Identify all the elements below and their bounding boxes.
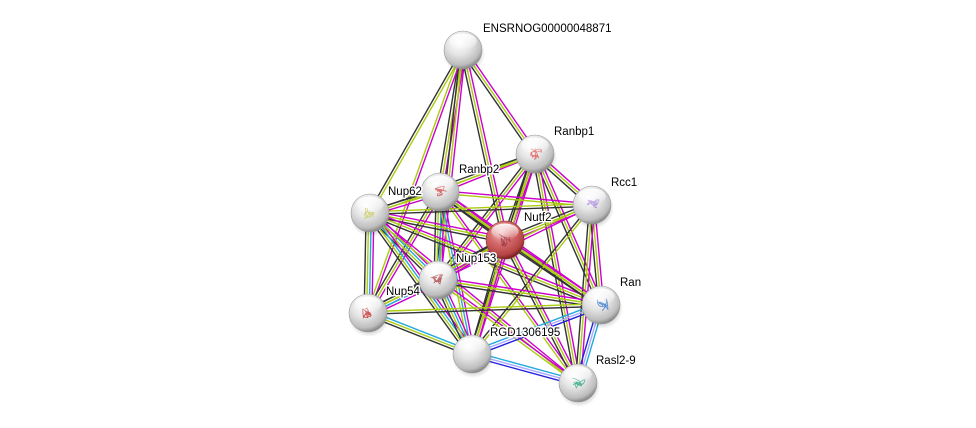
edge-line-experiments [441, 50, 467, 193]
node-highlight [356, 196, 384, 213]
edge-line-experiments [440, 190, 593, 205]
edge-line-experiments [438, 276, 602, 304]
edge-line-coexpression [368, 49, 463, 213]
edge-Nutf2-Rasl2-9[interactable] [502, 238, 581, 385]
edge-line-experiments [438, 278, 580, 383]
edge-Ranbp1-Ran[interactable] [531, 152, 605, 307]
edge-line-coexpression [369, 214, 505, 244]
edge-line-coexpression [531, 154, 600, 307]
edge-line-coexpression [502, 240, 577, 385]
node-label: Ranbp2 [459, 164, 499, 176]
node-highlight [491, 223, 519, 240]
edge-line-textmining [534, 153, 602, 306]
edge-line-coexpression [470, 203, 592, 354]
edge-line-coexpression [574, 204, 591, 383]
node-highlight [424, 263, 452, 280]
node-highlight [564, 366, 592, 383]
node-label: Nup54 [386, 286, 420, 298]
edge-line-experiments [439, 50, 467, 281]
edge-line-textmining [439, 49, 464, 193]
edge-line-coexpression [370, 205, 593, 215]
edge-Nup153-Rasl2-9[interactable] [436, 278, 580, 385]
edge-Nup62-Nutf2[interactable] [369, 209, 506, 244]
edge-line-database [470, 301, 601, 353]
edge-line-experiments [536, 152, 605, 305]
edge-line-textmining [366, 49, 463, 313]
edge-line-textmining [369, 212, 506, 241]
node-Rasl2-9[interactable]: Rasl2-9 [558, 354, 637, 407]
edge-ENSRNOG00000048871-Nup62[interactable] [368, 49, 465, 214]
edge-line-textmining [472, 205, 594, 356]
edge-Rcc1-RGD1306195[interactable] [470, 203, 594, 356]
edge-Nup153-Ran[interactable] [437, 276, 602, 309]
edges-layer [363, 48, 605, 387]
edge-line-experiments [370, 209, 506, 239]
edge-line-textmining [436, 280, 578, 385]
node-Rcc1[interactable]: Rcc1 [572, 176, 639, 229]
edge-RGD1306195-Ran[interactable] [470, 301, 603, 358]
edge-line-coexpression [435, 151, 534, 279]
node-Nutf2[interactable]: Nutf2 [485, 211, 553, 264]
node-highlight [458, 337, 486, 354]
edge-line-experiments [506, 238, 581, 383]
node-label: Rcc1 [611, 177, 637, 189]
node-Ranbp1[interactable]: Ranbp1 [515, 125, 596, 178]
node-highlight [587, 288, 615, 305]
node-label: Nup62 [388, 186, 422, 198]
node-highlight [578, 188, 606, 205]
edge-line-coexpression [368, 214, 601, 309]
node-Ran[interactable]: Ran [581, 276, 643, 329]
node-Nup153[interactable]: Nup153 [418, 252, 498, 304]
edge-line-textmining [369, 203, 592, 213]
edge-line-textmining [367, 303, 601, 313]
edge-line-gene_fusion [472, 306, 603, 358]
edge-line-textmining [462, 49, 506, 241]
node-label: ENSRNOG00000048871 [483, 23, 612, 35]
node-highlight [354, 296, 382, 313]
node-highlight [521, 137, 549, 154]
edge-Nup54-Ran[interactable] [367, 303, 602, 315]
edge-line-textmining [370, 50, 465, 214]
edge-line-textmining [437, 279, 602, 306]
node-label: Rasl2-9 [596, 355, 636, 367]
node-label: Nup153 [456, 253, 496, 265]
edge-line-experiments [368, 50, 465, 314]
edge-line-textmining [534, 153, 579, 384]
protein-structure-icon [572, 377, 586, 389]
node-highlight [449, 33, 477, 50]
edge-line-experiments [370, 209, 603, 304]
edge-line-textmining [504, 239, 579, 384]
edge-line-experiments [536, 153, 582, 383]
node-Ranbp2[interactable]: Ranbp2 [420, 163, 501, 216]
edge-line-coexpression [368, 305, 602, 315]
protein-structure-icon [498, 233, 512, 247]
node-RGD1306195[interactable]: RGD1306195 [452, 326, 562, 378]
node-highlight [426, 175, 454, 192]
node-Nup54[interactable]: Nup54 [348, 285, 422, 337]
node-ENSRNOG00000048871[interactable]: ENSRNOG00000048871 [443, 22, 613, 74]
node-label: RGD1306195 [490, 327, 560, 339]
edge-Nup62-Rcc1[interactable] [369, 203, 593, 215]
edge-line-textmining [437, 153, 536, 281]
node-label: Ranbp1 [554, 126, 594, 138]
edge-line-homology [471, 304, 602, 355]
edge-line-coexpression [437, 281, 601, 309]
edge-line-experiments [441, 191, 476, 354]
edge-ENSRNOG00000048871-Nup54[interactable] [366, 49, 465, 314]
node-Nup62[interactable]: Nup62 [350, 185, 423, 237]
node-label: Ran [620, 277, 641, 289]
node-label: Nutf2 [524, 212, 552, 224]
edge-line-experiments [440, 190, 580, 383]
edge-line-experiments [370, 211, 580, 383]
edge-line-experiments [464, 49, 509, 240]
